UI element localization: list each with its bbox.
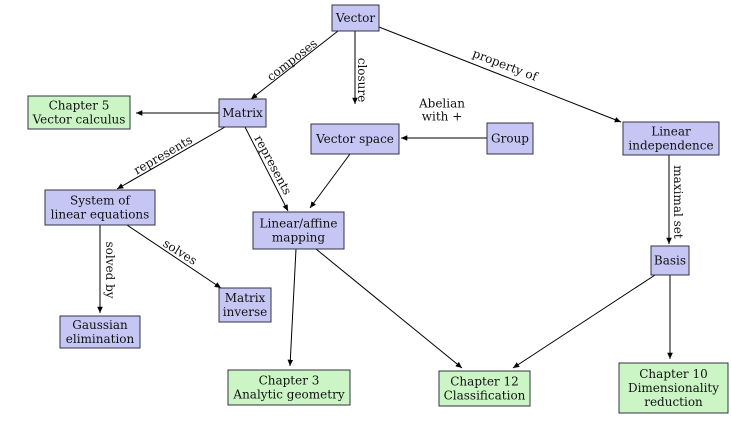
- node-chapter5-label: Vector calculus: [32, 113, 126, 127]
- edge-vector-to-linear-independence-label: property of: [471, 46, 541, 84]
- node-gaussian-elimination-box: [59, 315, 141, 349]
- node-chapter10-label: reduction: [644, 395, 703, 409]
- node-group: Group: [486, 122, 534, 155]
- node-chapter10-label: Dimensionality: [628, 381, 719, 395]
- node-linear-independence-label: independence: [628, 139, 713, 153]
- edge-linear-independence-to-basis-label: maximal set: [671, 165, 685, 239]
- edge-vector-to-matrix-label: composes: [264, 36, 320, 84]
- edge-labels-layer: composes closure property of represents repr…: [103, 36, 685, 299]
- node-matrix: Matrix: [218, 98, 267, 128]
- edge-system-linear-equations-to-matrix-inverse-label: solves: [160, 236, 199, 268]
- edges-layer: [97, 26, 673, 369]
- node-vector-space: Vector space: [310, 123, 400, 155]
- edge-vector-to-linear-independence-arrow: [378, 26, 622, 123]
- node-matrix-inverse-label: Matrix: [225, 291, 266, 305]
- edge-system-linear-equations-to-matrix-inverse-arrow: [126, 224, 222, 289]
- node-chapter12-box: [438, 370, 531, 407]
- node-vector-space-box: [310, 123, 400, 155]
- node-vector: Vector: [331, 4, 380, 32]
- node-gaussian-elimination-label: Gaussian: [72, 318, 128, 332]
- node-linear-independence-label: Linear: [651, 125, 691, 139]
- edge-linear-affine-mapping-to-chapter3-arrow: [287, 248, 297, 367]
- node-system-linear-equations-label: linear equations: [51, 208, 150, 222]
- node-basis: Basis: [650, 245, 690, 276]
- edge-matrix-to-linear-affine-mapping-arrow: [244, 126, 289, 212]
- node-chapter12-label: Classification: [444, 389, 526, 403]
- node-matrix-label: Matrix: [222, 106, 263, 120]
- edge-vector-space-to-linear-affine-mapping-arrow: [309, 153, 351, 209]
- node-matrix-inverse-label: inverse: [223, 305, 267, 319]
- node-matrix-box: [218, 98, 267, 128]
- node-linear-affine-mapping-box: [252, 211, 345, 250]
- node-chapter3-label: Chapter 3: [259, 374, 320, 388]
- node-chapter3-box: [227, 369, 351, 406]
- node-vector-label: Vector: [335, 11, 375, 25]
- edge-vector-to-matrix-arrow: [250, 30, 339, 100]
- node-linear-affine-mapping-label: mapping: [272, 231, 325, 245]
- node-matrix-inverse-box: [218, 287, 272, 323]
- node-chapter5-label: Chapter 5: [49, 99, 110, 113]
- node-basis-label: Basis: [654, 254, 686, 268]
- node-gaussian-elimination-label: elimination: [66, 332, 135, 346]
- node-system-linear-equations-label: System of: [70, 194, 132, 208]
- node-basis-box: [650, 245, 690, 276]
- edge-system-linear-equations-to-gaussian-elimination-label: solved by: [103, 241, 117, 298]
- edge-matrix-to-linear-affine-mapping-label: represents: [251, 133, 294, 197]
- node-system-linear-equations-box: [44, 189, 156, 226]
- node-group-label: Group: [491, 132, 529, 146]
- node-linear-independence-box: [622, 121, 720, 156]
- edge-linear-affine-mapping-to-chapter12-arrow: [315, 248, 463, 369]
- node-vector-space-label: Vector space: [315, 132, 394, 146]
- edge-matrix-to-system-linear-equations-label: represents: [131, 133, 195, 178]
- node-group-box: [486, 122, 534, 155]
- node-linear-affine-mapping-label: Linear/affine: [260, 217, 338, 231]
- node-chapter3-label: Analytic geometry: [232, 388, 344, 402]
- node-vector-box: [331, 4, 380, 32]
- edge-basis-to-chapter12-arrow: [512, 274, 656, 369]
- edge-vector-to-vector-space-label: closure: [355, 58, 369, 103]
- node-chapter10-box: [618, 362, 729, 414]
- node-chapter12-label: Chapter 12: [450, 375, 519, 389]
- edge-matrix-to-system-linear-equations-arrow: [116, 126, 226, 190]
- node-chapter10-label: Chapter 10: [639, 367, 708, 381]
- node-chapter5-box: [27, 95, 131, 130]
